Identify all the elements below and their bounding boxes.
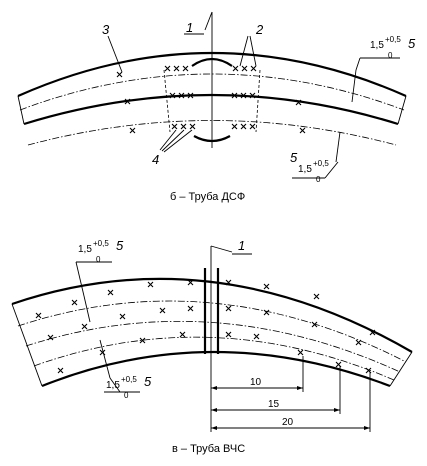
v-leader-1	[210, 245, 233, 253]
svg-text:5: 5	[144, 374, 152, 389]
b-label-4: 4	[152, 152, 159, 167]
b-label-2: 2	[255, 22, 264, 37]
v-caption: в – Труба ВЧС	[172, 443, 245, 455]
b-lower-line	[27, 120, 397, 146]
b-leader-4b	[161, 129, 185, 152]
svg-text:5: 5	[116, 238, 124, 253]
b-caption: б – Труба ДСФ	[170, 191, 245, 203]
v-left-end	[11, 303, 43, 387]
v-cross-row-2	[47, 305, 362, 346]
v-line-1	[17, 300, 407, 363]
b-mid-line	[19, 73, 405, 111]
v-dim-15: 15	[268, 399, 280, 410]
svg-text:1,5: 1,5	[78, 244, 92, 255]
v-cross-row-1	[35, 279, 376, 336]
b-leader-4a	[159, 129, 177, 151]
svg-text:+0,5: +0,5	[121, 375, 137, 384]
v-line-3	[33, 336, 395, 381]
b-dim-leader-bottom	[324, 161, 339, 179]
b-thickness-arrow-bottom	[335, 131, 341, 163]
svg-text:0: 0	[388, 51, 393, 60]
svg-text:+0,5: +0,5	[93, 239, 109, 248]
b-thickness-dim-bottom: 5 1,5 +0,5 0	[290, 150, 329, 184]
v-label-1: 1	[238, 238, 245, 253]
svg-text:0: 0	[96, 255, 101, 264]
b-right-end	[397, 95, 407, 125]
figure-v-pipe-vchs: 1 1,5 +0,5 0 5 1,5 +0,5 0 5 10	[11, 238, 413, 455]
svg-text:0: 0	[316, 175, 321, 184]
b-leader-1	[204, 11, 213, 31]
b-leader-2b	[249, 35, 257, 67]
v-line-2	[25, 320, 401, 373]
b-cross-middle-row	[124, 92, 302, 106]
svg-text:+0,5: +0,5	[313, 159, 329, 168]
b-leader-3	[107, 35, 123, 73]
svg-text:1,5: 1,5	[370, 40, 384, 51]
svg-text:1,5: 1,5	[298, 164, 312, 175]
b-thickness-arrow-top	[351, 69, 357, 103]
v-inner-wall	[41, 350, 391, 388]
svg-text:5: 5	[290, 150, 298, 165]
v-outer-wall	[11, 277, 413, 353]
svg-text:1,5: 1,5	[106, 380, 120, 391]
b-leader-4c	[163, 129, 193, 153]
b-label-1: 1	[186, 20, 193, 35]
v-thickness-dim-top: 1,5 +0,5 0 5	[75, 238, 124, 323]
v-dim-20: 20	[282, 417, 294, 428]
svg-text:5: 5	[408, 36, 416, 51]
figure-b-pipe-dsf: 3 1 2 4 1,5 +0,5 0 5 5 1,5 +0,5 0 б – Тр…	[17, 11, 416, 203]
v-thickness-dim-bottom: 1,5 +0,5 0 5	[99, 339, 152, 400]
svg-text:+0,5: +0,5	[385, 35, 401, 44]
v-dim-10: 10	[250, 377, 262, 388]
b-inner-wall	[23, 93, 399, 126]
v-right-end	[389, 351, 413, 387]
b-haz-right	[255, 69, 261, 133]
b-haz-left	[163, 69, 171, 133]
b-cross-lower-row	[129, 123, 306, 134]
b-label-3: 3	[102, 22, 110, 37]
svg-text:0: 0	[124, 391, 129, 400]
b-thickness-dim-top: 1,5 +0,5 0 5	[355, 35, 416, 71]
b-leader-2a	[239, 35, 249, 67]
b-cross-upper-row	[116, 65, 257, 78]
